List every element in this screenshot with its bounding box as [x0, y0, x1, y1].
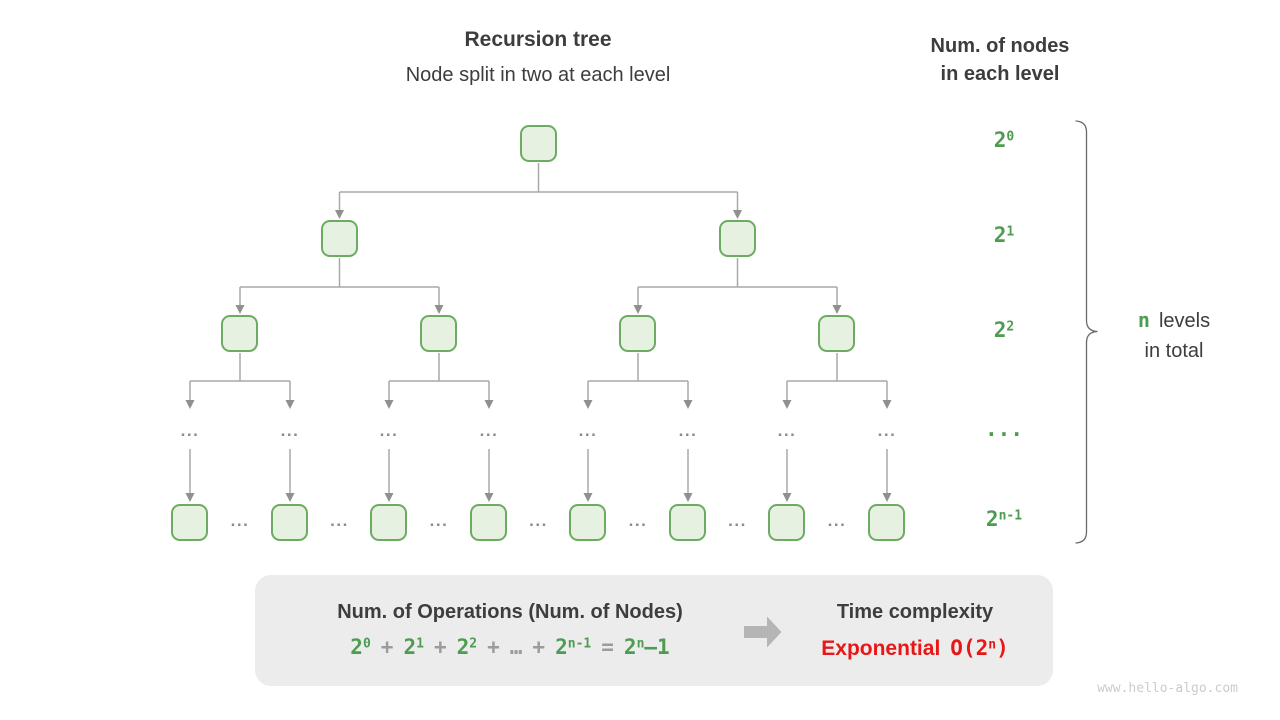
tree-node [768, 504, 805, 541]
diagram-title: Recursion tree [464, 28, 612, 51]
tree-node [868, 504, 905, 541]
formula-token: + [380, 635, 394, 659]
ellipsis-label: ... [877, 421, 897, 440]
ellipsis-separator: ... [230, 511, 250, 530]
operations-formula: 20 +21 +22 + … +2n-1 = 2n–1 [285, 635, 735, 659]
level-count-label: 20 [993, 128, 1015, 152]
ellipsis-label: ... [280, 421, 300, 440]
tree-node [420, 315, 457, 352]
tree-node [370, 504, 407, 541]
tree-node [569, 504, 606, 541]
brace-note-n: n [1137, 308, 1150, 332]
watermark: www.hello-algo.com [1097, 681, 1238, 696]
ellipsis-separator: ... [429, 511, 449, 530]
formula-token: + [487, 635, 500, 659]
brace-note-line1: levels [1158, 310, 1211, 332]
levels-column-title: Num. of nodes in each level [880, 32, 1120, 88]
level-count-label: 2n-1 [985, 507, 1023, 531]
complexity-notation: O(2n) [950, 636, 1009, 660]
tree-node [718, 220, 756, 257]
ellipsis-separator: ... [330, 511, 349, 530]
time-complexity-value: Exponential O(2n) [765, 636, 1065, 661]
ellipsis-label: ... [578, 421, 598, 440]
tree-node [271, 504, 308, 541]
levels-column-title-line1: Num. of nodes [930, 35, 1070, 57]
ellipsis-label: ... [379, 421, 399, 440]
levels-column-title-line2: in each level [940, 63, 1060, 85]
diagram-subtitle: Node split in two at each level [405, 64, 671, 86]
summary-box: Num. of Operations (Num. of Nodes) 20 +21… [255, 575, 1053, 686]
ellipsis-separator: ... [529, 511, 548, 530]
formula-token: + [433, 635, 447, 659]
tree-node [619, 315, 656, 352]
formula-token: … [509, 635, 523, 659]
formula-token: 2n–1 [623, 635, 670, 659]
formula-token: 22 [456, 635, 478, 659]
ellipsis-label: ... [479, 421, 499, 440]
level-count-label: 21 [993, 223, 1015, 247]
level-count-label: 22 [993, 318, 1015, 342]
ellipsis-separator: ... [628, 511, 648, 530]
formula-token: 21 [403, 635, 424, 659]
tree-node [818, 315, 855, 352]
tree-node [171, 504, 208, 541]
level-count-label: ... [985, 417, 1023, 441]
formula-token: + [532, 635, 546, 659]
tree-node [470, 504, 507, 541]
tree-node [519, 125, 557, 162]
formula-token: = [601, 635, 614, 659]
formula-token: 20 [350, 635, 371, 659]
complexity-word: Exponential [821, 637, 941, 660]
brace-note-line2: in total [1144, 340, 1204, 362]
operations-title: Num. of Operations (Num. of Nodes) [337, 601, 683, 623]
ellipsis-label: ... [777, 421, 797, 440]
tree-node [669, 504, 706, 541]
time-complexity-title: Time complexity [836, 601, 994, 623]
ellipsis-separator: ... [827, 511, 847, 530]
tree-node [221, 315, 258, 352]
ellipsis-label: ... [678, 421, 698, 440]
tree-node [320, 220, 358, 257]
ellipsis-label: ... [180, 421, 200, 440]
ellipsis-separator: ... [728, 511, 747, 530]
formula-token: 2n-1 [555, 635, 592, 659]
